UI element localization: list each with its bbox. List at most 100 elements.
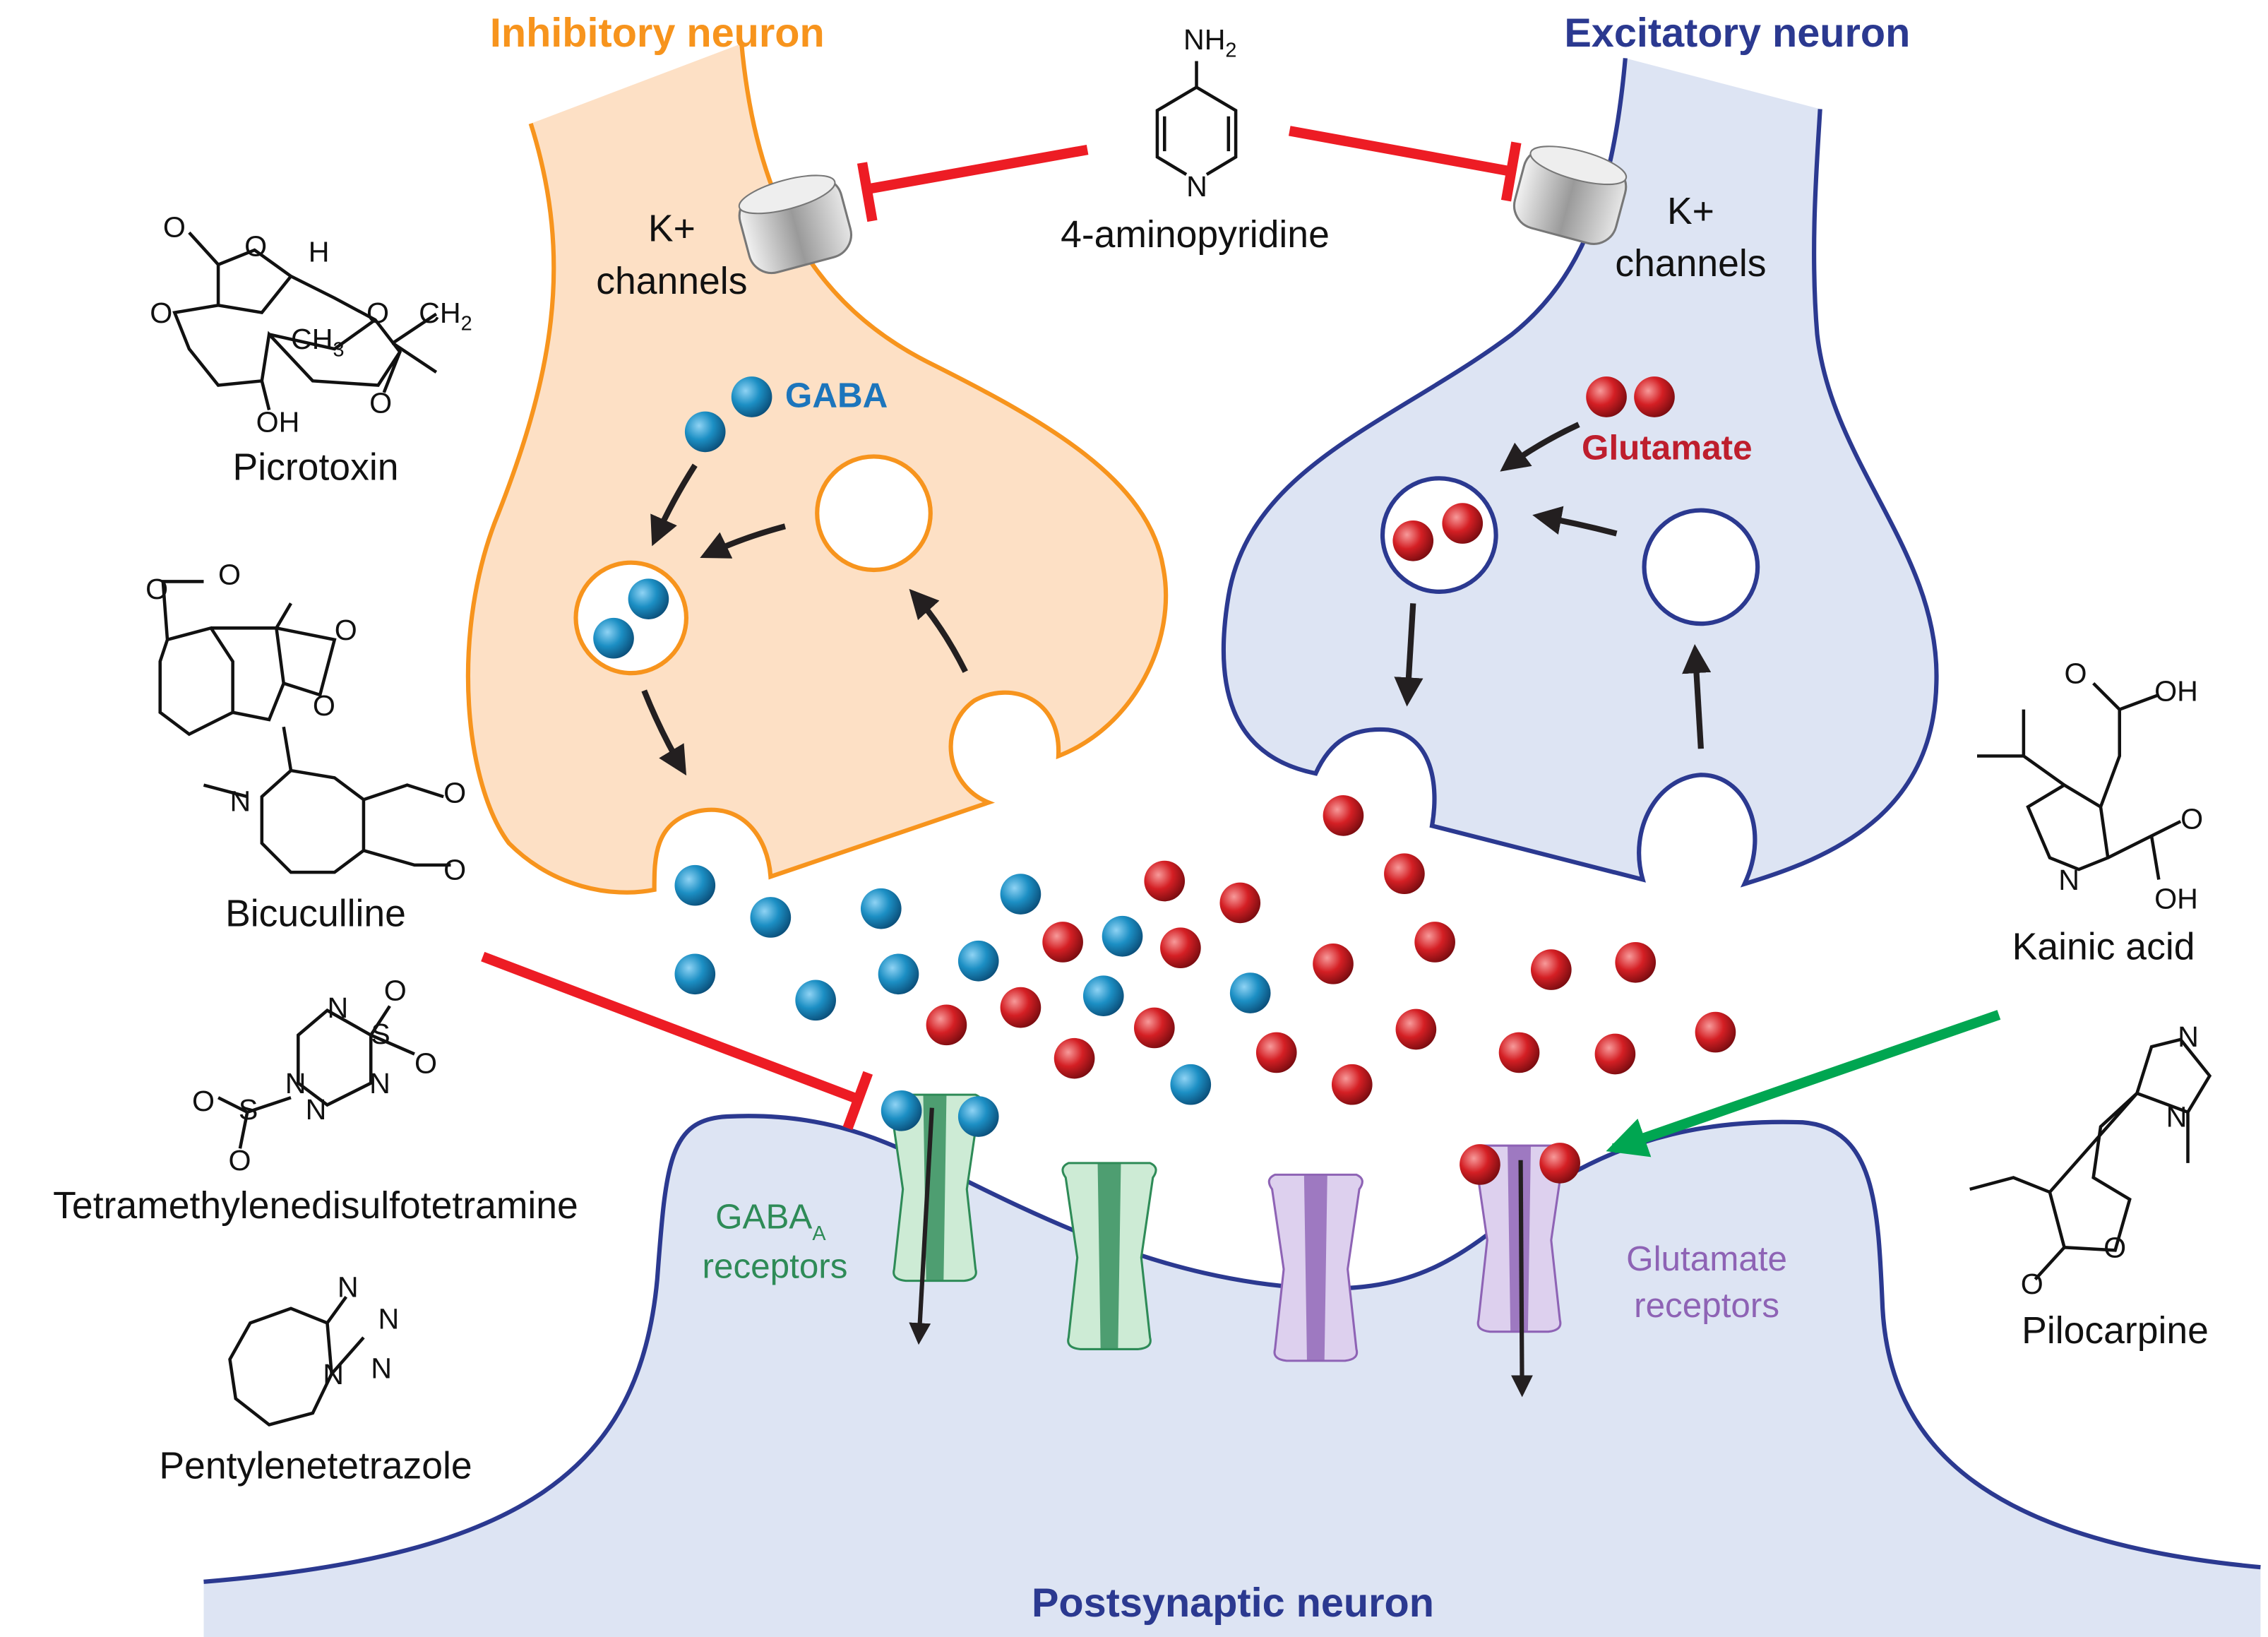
k-channels-label-right: K+	[1667, 191, 1714, 232]
svg-text:O: O	[313, 689, 335, 722]
glutamate-molecule	[1395, 1008, 1437, 1050]
glutamate-molecule	[1586, 376, 1627, 417]
svg-text:O: O	[443, 776, 466, 809]
glutamate-molecule	[1219, 882, 1261, 924]
glutamate-molecule	[1414, 922, 1455, 963]
svg-text:O: O	[369, 387, 392, 419]
glutamate-molecule	[1255, 1032, 1297, 1073]
svg-text:N: N	[285, 1067, 306, 1100]
postsynaptic-neuron-title: Postsynaptic neuron	[1032, 1581, 1434, 1626]
svg-text:O: O	[2180, 802, 2203, 835]
glutamate-receptors-label-2: receptors	[1634, 1286, 1779, 1325]
inhibit-arrows	[481, 126, 1522, 1130]
structure-pentylenetetrazole: N N N N	[228, 1270, 400, 1427]
glutamate-molecule	[1042, 922, 1083, 963]
vesicle-full-gaba	[573, 560, 689, 676]
ion-flow-arrows	[909, 1107, 1533, 1398]
svg-text:OH: OH	[2154, 674, 2198, 707]
compound-bicuculline: Bicuculline	[225, 893, 406, 934]
svg-text:O: O	[150, 297, 172, 329]
vesicle-cycle-arrows	[641, 422, 1712, 776]
svg-text:O: O	[192, 1085, 215, 1117]
postsynaptic-neuron	[203, 1116, 2261, 1637]
gaba-a-receptors-label-2: receptors	[703, 1247, 848, 1286]
structure-pilocarpine: N N O O	[1969, 1020, 2212, 1300]
svg-text:N: N	[369, 1067, 390, 1100]
glutamate-molecule	[1331, 1064, 1373, 1105]
svg-text:N: N	[327, 992, 348, 1024]
glutamate-receptors-label: Glutamate	[1626, 1239, 1787, 1278]
compound-4-aminopyridine: 4-aminopyridine	[1061, 214, 1330, 256]
gaba-molecule	[593, 617, 634, 659]
gaba-label: GABA	[785, 376, 888, 415]
gaba-molecule	[860, 888, 902, 929]
svg-text:N: N	[338, 1270, 359, 1303]
svg-text:N: N	[2058, 864, 2079, 896]
structure-bicuculline: O O O O N O O	[145, 559, 466, 886]
svg-text:O: O	[244, 230, 267, 262]
glutamate-molecule	[1144, 860, 1186, 902]
glutamate-molecule	[1460, 1144, 1500, 1185]
structure-kainic-acid: O OH O OH N	[1976, 657, 2203, 915]
svg-text:OH: OH	[2154, 883, 2198, 915]
structure-tetramine: N S O O N N N S O O	[192, 974, 437, 1177]
glutamate-molecule	[1594, 1033, 1636, 1075]
gaba-molecule	[878, 953, 919, 995]
svg-text:O: O	[443, 853, 466, 886]
svg-text:O: O	[384, 974, 407, 1006]
activate-arrow-kainic	[1606, 1010, 2001, 1157]
svg-text:N: N	[378, 1303, 400, 1335]
svg-text:O: O	[145, 573, 168, 605]
svg-text:O: O	[366, 297, 389, 329]
vesicle-empty-glutamate	[1642, 508, 1760, 626]
svg-text:CH2: CH2	[419, 297, 472, 335]
svg-text:OH: OH	[256, 405, 300, 438]
compound-picrotoxin: Picrotoxin	[233, 446, 399, 488]
vesicle-empty-gaba	[815, 454, 933, 573]
gaba-molecule	[1082, 975, 1124, 1016]
gaba-a-receptors-label: GABAA	[715, 1198, 826, 1245]
k-channels-label-left: K+	[648, 208, 696, 250]
svg-text:N: N	[230, 785, 251, 818]
svg-text:O: O	[2065, 657, 2087, 690]
svg-text:O: O	[218, 559, 241, 591]
gaba-molecule	[684, 411, 726, 453]
k-channel-right	[1512, 145, 1628, 245]
gaba-molecule	[957, 940, 999, 982]
compound-pilocarpine: Pilocarpine	[2022, 1310, 2209, 1352]
gaba-molecule	[1170, 1064, 1212, 1105]
glutamate-molecule	[1160, 927, 1201, 969]
glutamate-molecule	[1313, 943, 1354, 984]
svg-text:N: N	[306, 1093, 327, 1126]
glutamate-molecule	[1323, 795, 1364, 836]
gaba-molecule	[795, 980, 836, 1021]
svg-text:O: O	[228, 1144, 251, 1177]
svg-text:N: N	[2166, 1100, 2188, 1133]
glutamate-molecule	[926, 1004, 967, 1046]
svg-text:O: O	[2103, 1232, 2126, 1264]
svg-text:N: N	[323, 1358, 344, 1391]
svg-text:O: O	[163, 211, 186, 244]
compound-pentylenetetrazole: Pentylenetetrazole	[159, 1446, 472, 1487]
gaba-molecule	[674, 953, 716, 995]
svg-text:CH3: CH3	[291, 323, 344, 361]
glutamate-molecule	[1384, 853, 1425, 895]
glutamate-molecule	[1695, 1011, 1736, 1053]
glutamate-receptor	[1267, 1173, 1363, 1362]
k-channel-left	[738, 174, 852, 275]
svg-text:S: S	[371, 1018, 390, 1050]
compound-tetramethylenedisulfotetramine: Tetramethylenedisulfotetramine	[53, 1185, 578, 1227]
glutamate-molecule	[1531, 949, 1572, 990]
svg-text:S: S	[239, 1093, 258, 1126]
glutamate-molecule	[1442, 503, 1484, 544]
svg-text:N: N	[371, 1352, 392, 1385]
glutamate-molecule	[1054, 1037, 1095, 1079]
gaba-molecule	[1000, 874, 1042, 915]
structure-4-aminopyridine: NH2 N	[1155, 23, 1238, 203]
gaba-molecule	[674, 864, 716, 906]
k-channels-label-right-2: channels	[1615, 243, 1766, 285]
svg-text:O: O	[335, 614, 357, 646]
excitatory-neuron-title: Excitatory neuron	[1564, 11, 1910, 56]
